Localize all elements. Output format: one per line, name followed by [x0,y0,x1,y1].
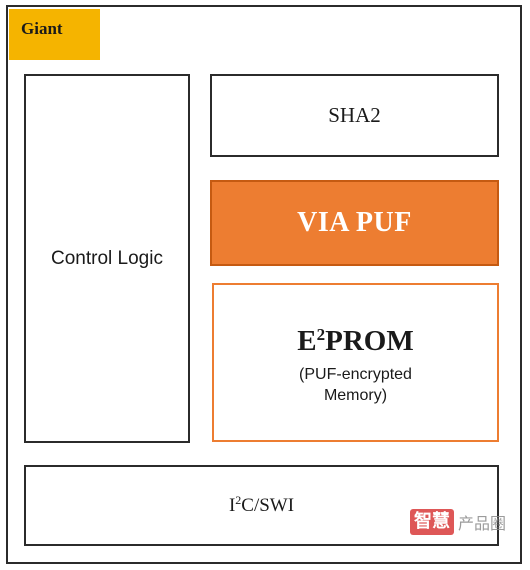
sha2-block: SHA2 [210,74,499,157]
eeprom-title-prefix: E [297,324,317,357]
eeprom-title-rest: PROM [325,324,414,357]
i2c-prefix: I [228,494,236,516]
i2c-swi-block: I2C/SWI [24,465,499,546]
sha2-label: SHA2 [328,103,381,127]
eeprom-subtitle: (PUF-encrypted Memory) [299,365,412,405]
i2c-rest: C/SWI [241,494,295,516]
control-logic-block: Control Logic [24,74,190,443]
watermark: 智慧 产品圈 [410,505,526,539]
watermark-text: 产品圈 [458,514,507,533]
control-logic-label: Control Logic [51,247,163,269]
via-puf-block: VIA PUF [210,180,499,266]
chip-name-badge: Giant [9,9,100,60]
eeprom-title-superscript: 2 [316,324,326,344]
watermark-logo: 智慧 [410,509,454,535]
eeprom-title: E2PROM [297,324,414,358]
via-puf-label: VIA PUF [297,207,412,238]
i2c-swi-label: I2C/SWI [228,492,295,517]
eeprom-block: E2PROM (PUF-encrypted Memory) [212,283,499,442]
chip-name-label: Giant [21,19,63,38]
i2c-superscript: 2 [235,492,242,507]
